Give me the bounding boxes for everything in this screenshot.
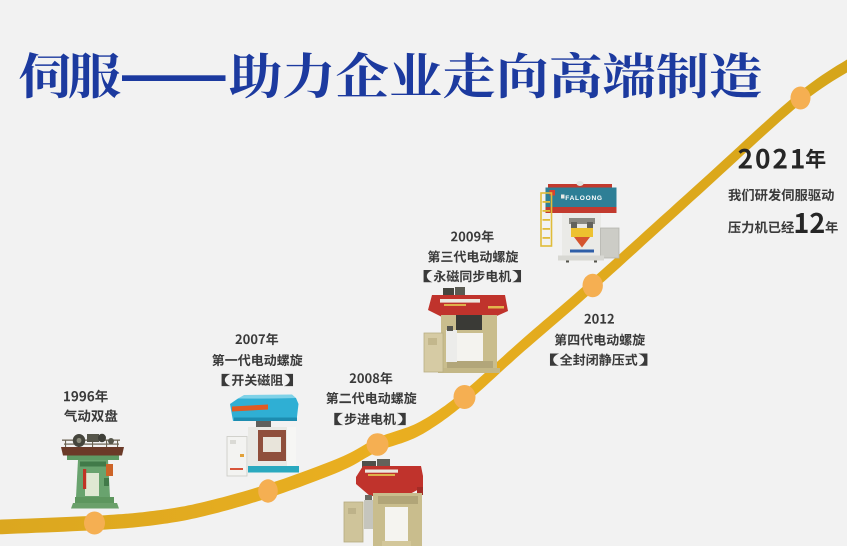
svg-text:FALOONG: FALOONG bbox=[565, 195, 603, 202]
